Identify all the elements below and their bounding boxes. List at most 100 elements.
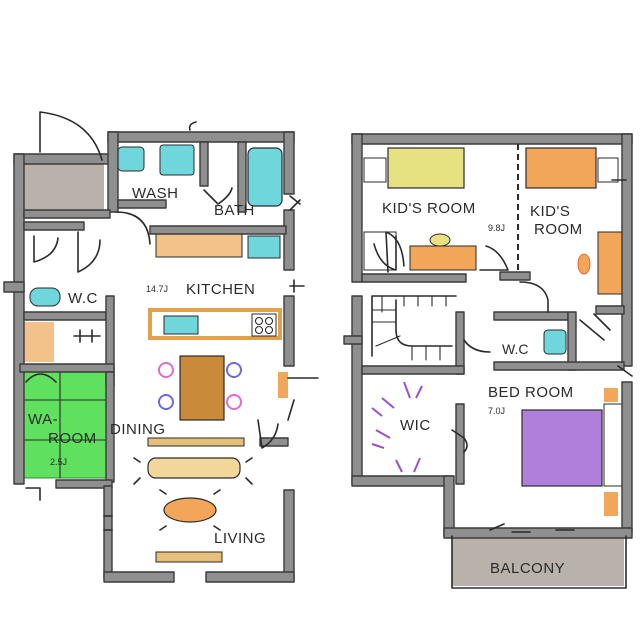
wall: [361, 273, 467, 283]
room-label-wash: WASH: [132, 185, 178, 202]
wall: [493, 361, 625, 371]
wall: [361, 365, 465, 375]
bathtub: [247, 147, 283, 207]
room-label-kids-1: KID'S ROOM: [382, 200, 476, 217]
floor-2-walls: [343, 133, 633, 539]
washer: [159, 144, 195, 176]
wall: [455, 311, 465, 375]
wall: [595, 305, 625, 315]
wall: [283, 489, 295, 581]
wall: [149, 225, 287, 235]
room-size-kitchen: 14.7J: [146, 284, 168, 294]
wall: [283, 209, 295, 271]
door-swing: [479, 245, 509, 271]
door-swing: [257, 419, 279, 449]
balcony-window: [489, 523, 575, 533]
wash-sink: [117, 146, 145, 172]
tv-board: [147, 437, 245, 447]
door-swing: [188, 121, 197, 131]
wall: [499, 271, 531, 281]
room-label-bedroom: BED ROOM: [488, 384, 574, 401]
chair-legs: [133, 457, 253, 485]
floor-2-labels: KID'S ROOM 9.8J KID'S ROOM W.C BED ROOM …: [382, 200, 583, 577]
headboard: [603, 403, 625, 487]
wall: [493, 311, 569, 321]
room-label-dining: DINING: [110, 421, 166, 438]
sofa: [147, 457, 241, 479]
wall: [351, 133, 363, 283]
door-swing: [611, 179, 633, 377]
wall: [107, 131, 295, 143]
room-label-living: LIVING: [214, 530, 266, 547]
room-label-bath: BATH: [214, 202, 255, 219]
door-swing: [579, 313, 611, 341]
room-label-balcony: BALCONY: [490, 560, 565, 577]
wall: [621, 381, 633, 533]
closet-fill: [24, 322, 54, 362]
chair-legs: [159, 489, 221, 531]
door-swing: [73, 329, 101, 343]
door-swing: [519, 281, 549, 313]
dining-table: [179, 355, 225, 421]
wall: [351, 133, 633, 145]
wall: [259, 437, 289, 447]
bed-kids-2: [525, 147, 597, 189]
bed-kids-1: [387, 147, 465, 189]
door-swing: [289, 279, 305, 293]
wall: [283, 131, 295, 195]
floor-1-furnishings: [19, 144, 288, 563]
wall-tick: [103, 515, 113, 531]
balcony-rail: [451, 535, 627, 589]
room-size-bedroom: 7.0J: [488, 406, 505, 416]
dining-chair: [226, 362, 242, 378]
room-label-wa-line1: WA-: [28, 411, 58, 428]
wall: [103, 485, 113, 579]
floor-2-furnishings: [363, 147, 625, 586]
pillow: [363, 157, 387, 183]
bed-master: [521, 409, 603, 487]
room-label-wc-2f: W.C: [502, 341, 528, 357]
living-table: [163, 497, 217, 523]
door-swing: [463, 339, 491, 353]
wall: [443, 475, 455, 537]
wic-hangers: [371, 381, 423, 473]
dining-chair: [226, 394, 242, 410]
tatami-lines: [19, 371, 111, 479]
dining-chair: [158, 394, 174, 410]
wall: [103, 571, 175, 583]
wall: [23, 221, 85, 231]
staircase: [371, 295, 457, 361]
desk-chair: [429, 233, 451, 247]
wall: [443, 527, 633, 539]
wall: [343, 335, 363, 345]
pillow: [597, 157, 619, 183]
room-label-wa-line2: ROOM: [48, 430, 97, 447]
wall: [205, 571, 295, 583]
wall: [23, 209, 111, 219]
wall: [455, 403, 465, 485]
room-label-kids-2-line2: ROOM: [534, 221, 583, 238]
door-swing: [25, 487, 41, 501]
storage-area: [24, 162, 104, 212]
floor-2: KID'S ROOM 9.8J KID'S ROOM W.C BED ROOM …: [343, 133, 633, 589]
desk-chair: [577, 253, 591, 275]
door-swing: [385, 231, 405, 273]
fridge: [247, 235, 281, 259]
door-swing: [33, 235, 59, 263]
floor-2-doors: [371, 144, 633, 589]
entry-door: [39, 111, 103, 161]
floor-1-labels: WASH BATH 14.7J KITCHEN W.C WA- ROOM 2.5…: [28, 185, 266, 547]
wall: [107, 131, 119, 213]
door-swing: [203, 187, 233, 205]
nightstand: [604, 388, 618, 402]
hall-shelf: [278, 372, 288, 398]
desk-kids-2: [597, 231, 623, 295]
floor-1-walls: [3, 131, 295, 583]
door-swing: [451, 429, 468, 453]
floor-1: WASH BATH 14.7J KITCHEN W.C WA- ROOM 2.5…: [3, 111, 319, 583]
room-size-wa: 2.5J: [50, 457, 67, 467]
wall: [23, 311, 107, 321]
room-label-wic: WIC: [400, 417, 431, 434]
floor-1-doors: [25, 111, 319, 531]
